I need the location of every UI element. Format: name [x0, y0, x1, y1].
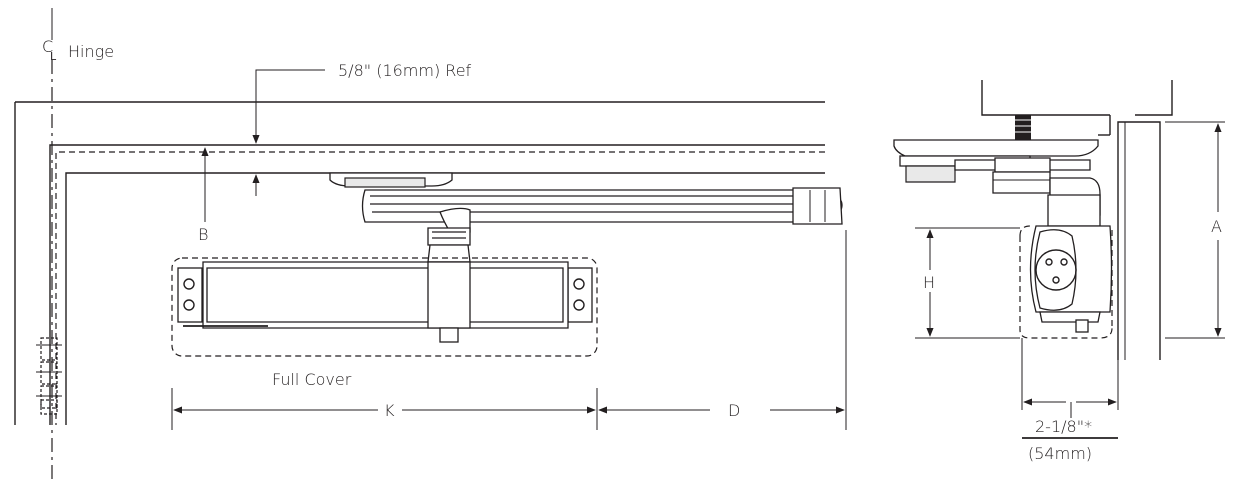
k-d-dimensions [171, 230, 847, 430]
a-dimension [1165, 121, 1225, 339]
width-inch-label: 2-1/8"* [1035, 417, 1092, 436]
full-cover-outline [171, 257, 598, 357]
door-frame-outline [14, 101, 825, 425]
centerline-symbol-l: L [50, 50, 57, 63]
ref-dimension-label: 5/8" (16mm) Ref [338, 61, 472, 80]
closer-body [171, 257, 598, 357]
h-dimension [915, 227, 1020, 339]
hinge-knuckles [36, 337, 62, 415]
a-label: A [1211, 217, 1222, 236]
closer-arm-assembly [329, 172, 843, 263]
centerline-symbol-c: C [42, 37, 53, 56]
width-mm-label: (54mm) [1028, 444, 1092, 463]
side-view [893, 80, 1173, 360]
d-label: D [728, 401, 740, 420]
width-dimension [1021, 338, 1119, 439]
hinge-label: Hinge [68, 42, 114, 61]
ref-leader [252, 69, 325, 144]
b-label: B [198, 225, 208, 244]
k-label: K [384, 401, 395, 420]
h-label: H [923, 273, 935, 292]
b-dimension [201, 147, 260, 222]
full-cover-label: Full Cover [272, 370, 352, 389]
